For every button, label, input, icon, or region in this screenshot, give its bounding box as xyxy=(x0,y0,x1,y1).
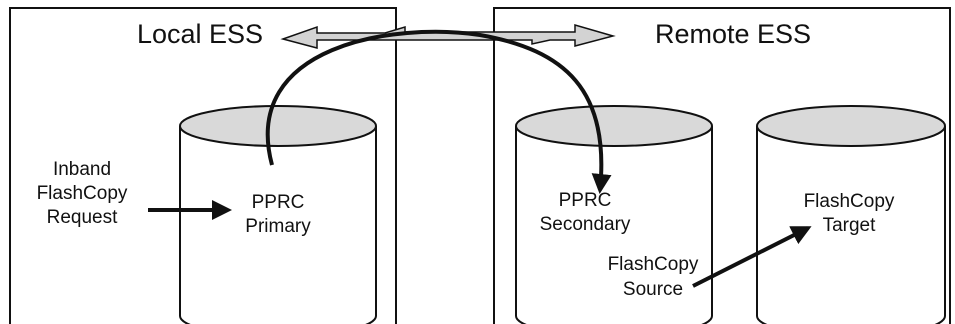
remote-ess-panel: Remote ESS xyxy=(493,7,951,324)
inband-request-label: Inband FlashCopy Request xyxy=(37,159,128,228)
inband-request-line2: FlashCopy xyxy=(37,183,128,204)
inband-request-line3: Request xyxy=(47,207,118,228)
local-ess-title: Local ESS xyxy=(137,19,263,49)
flashcopy-target-label-line2: Target xyxy=(823,215,877,236)
pprc-primary-label-line1: PPRC xyxy=(252,192,305,213)
pprc-secondary-label-line2: Secondary xyxy=(540,214,631,235)
pprc-link-arrow xyxy=(280,24,616,49)
flashcopy-source-line2: Source xyxy=(623,279,683,300)
flashcopy-copy-arrow xyxy=(692,226,812,288)
pprc-primary-volume: PPRC Primary xyxy=(179,105,377,324)
flashcopy-target-volume: FlashCopy Target xyxy=(756,105,946,324)
flashcopy-source-line1: FlashCopy xyxy=(608,254,699,275)
pprc-secondary-label-line1: PPRC xyxy=(559,190,612,211)
pprc-copy-arrow xyxy=(265,29,612,194)
remote-ess-title: Remote ESS xyxy=(655,19,811,49)
flashcopy-target-label-line1: FlashCopy xyxy=(804,191,895,212)
inband-request-line1: Inband xyxy=(53,159,111,180)
pprc-secondary-volume: PPRC Secondary xyxy=(515,105,713,324)
pprc-primary-label-line2: Primary xyxy=(245,216,311,237)
local-ess-panel: Local ESS xyxy=(9,7,397,324)
flashcopy-source-label: FlashCopy Source xyxy=(608,254,699,300)
